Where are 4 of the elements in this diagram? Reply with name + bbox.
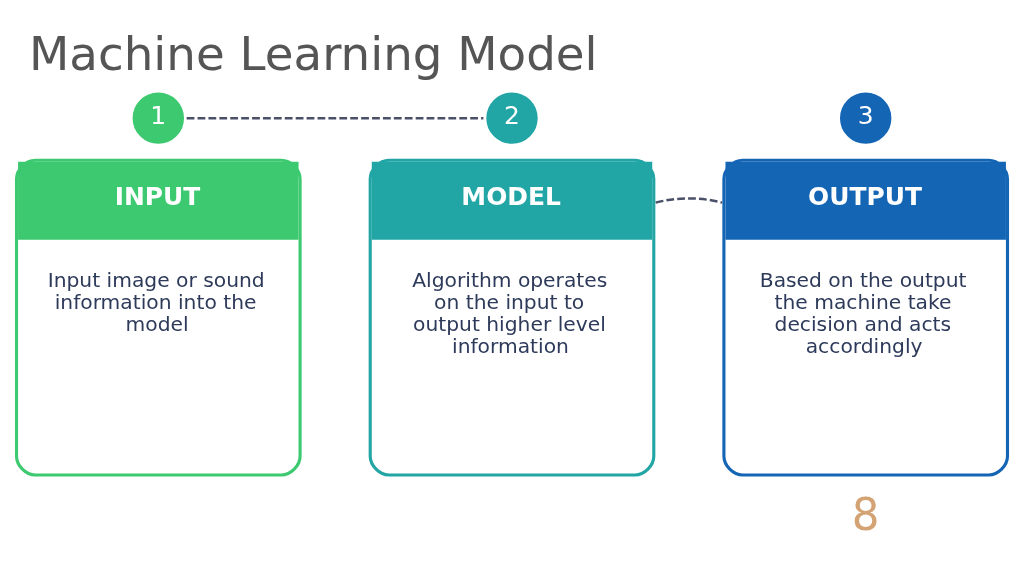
label: 8: [851, 490, 880, 541]
connector: [655, 197, 723, 204]
diagram-title: Machine Learning Model: [29, 26, 598, 81]
connector: [186, 116, 484, 120]
